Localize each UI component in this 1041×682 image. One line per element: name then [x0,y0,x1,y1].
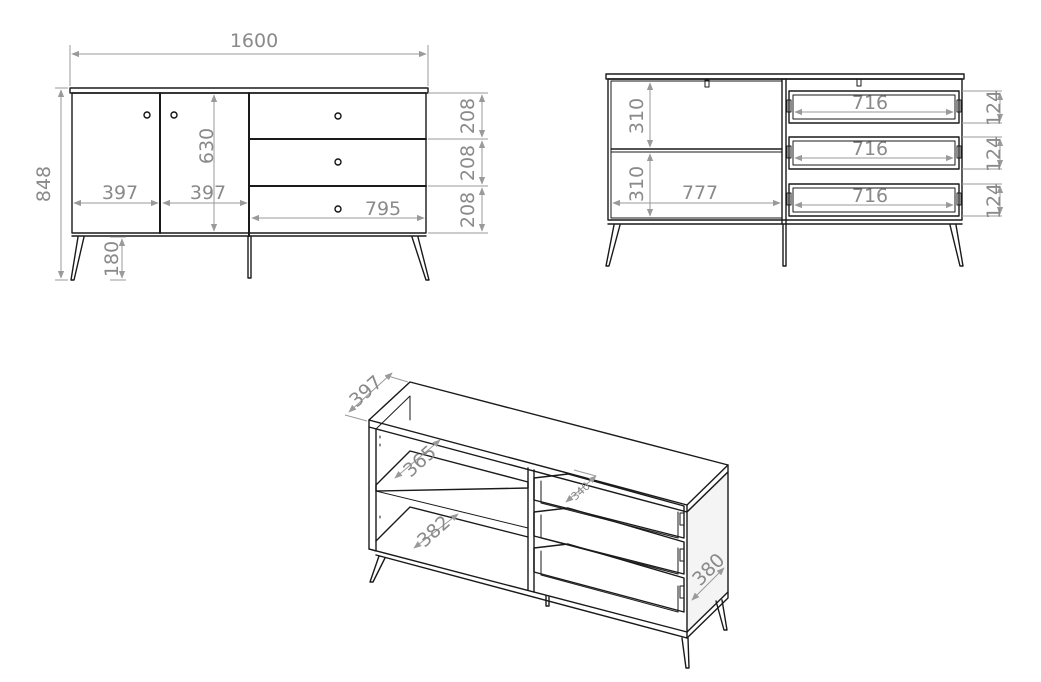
open-view: 310 310 777 716 716 716 124 124 124 [605,73,1005,267]
dim-drawer-inner-width-2: 716 [852,138,888,160]
drawer-knob-1 [334,112,342,120]
dim-drawer-height-2: 208 [457,145,479,181]
dim-iso-drawer-depth: 340 [569,480,593,504]
iso-leg-front-right [681,637,690,669]
front-view: 1600 848 397 397 630 795 208 208 208 180 [33,30,488,281]
dim-shelf-height-top: 310 [626,98,648,134]
front-leg-middle [247,236,252,279]
dim-leg-height: 180 [101,241,123,277]
iso-leg-middle [545,595,550,607]
open-leg-middle [782,224,787,267]
dim-door-height: 630 [196,128,218,164]
open-drawer-3 [788,183,960,217]
open-drawer-1 [788,90,960,124]
door-knob-left [143,111,151,119]
open-leg-left [605,224,621,267]
front-leg-left [70,236,85,281]
isometric-view: 397 365 382 340 380 [344,371,729,669]
iso-drawer-3 [533,543,685,613]
dim-drawer-width: 795 [365,198,401,220]
dim-door-width-left: 397 [102,182,138,204]
iso-drawer-2 [533,507,685,575]
dim-drawer-inner-height-3: 124 [983,183,1005,219]
dim-drawer-height-3: 208 [457,192,479,228]
dim-compartment-width: 777 [682,182,718,204]
open-body [607,78,963,221]
dim-drawer-height-1: 208 [457,98,479,134]
open-drawer-2 [788,136,960,170]
dim-drawer-inner-height-2: 124 [983,136,1005,172]
iso-leg-front-left [369,555,386,583]
open-leg-right [949,224,964,267]
dim-drawer-inner-width-3: 716 [852,185,888,207]
drawer-knob-2 [334,158,342,166]
front-leg-right [411,236,430,281]
door-knob-right [170,111,178,119]
dim-drawer-inner-height-1: 124 [983,90,1005,126]
drawer-knob-3 [334,205,342,213]
dim-iso-depth: 397 [345,371,387,412]
dim-drawer-inner-width-1: 716 [852,92,888,114]
iso-leg-back-right [715,599,728,631]
dim-shelf-height-bottom: 310 [626,166,648,202]
dim-iso-shelf-upper: 365 [399,441,441,482]
dim-overall-height: 848 [33,166,55,202]
dim-overall-width: 1600 [230,30,278,52]
dim-door-width-right: 397 [190,182,226,204]
